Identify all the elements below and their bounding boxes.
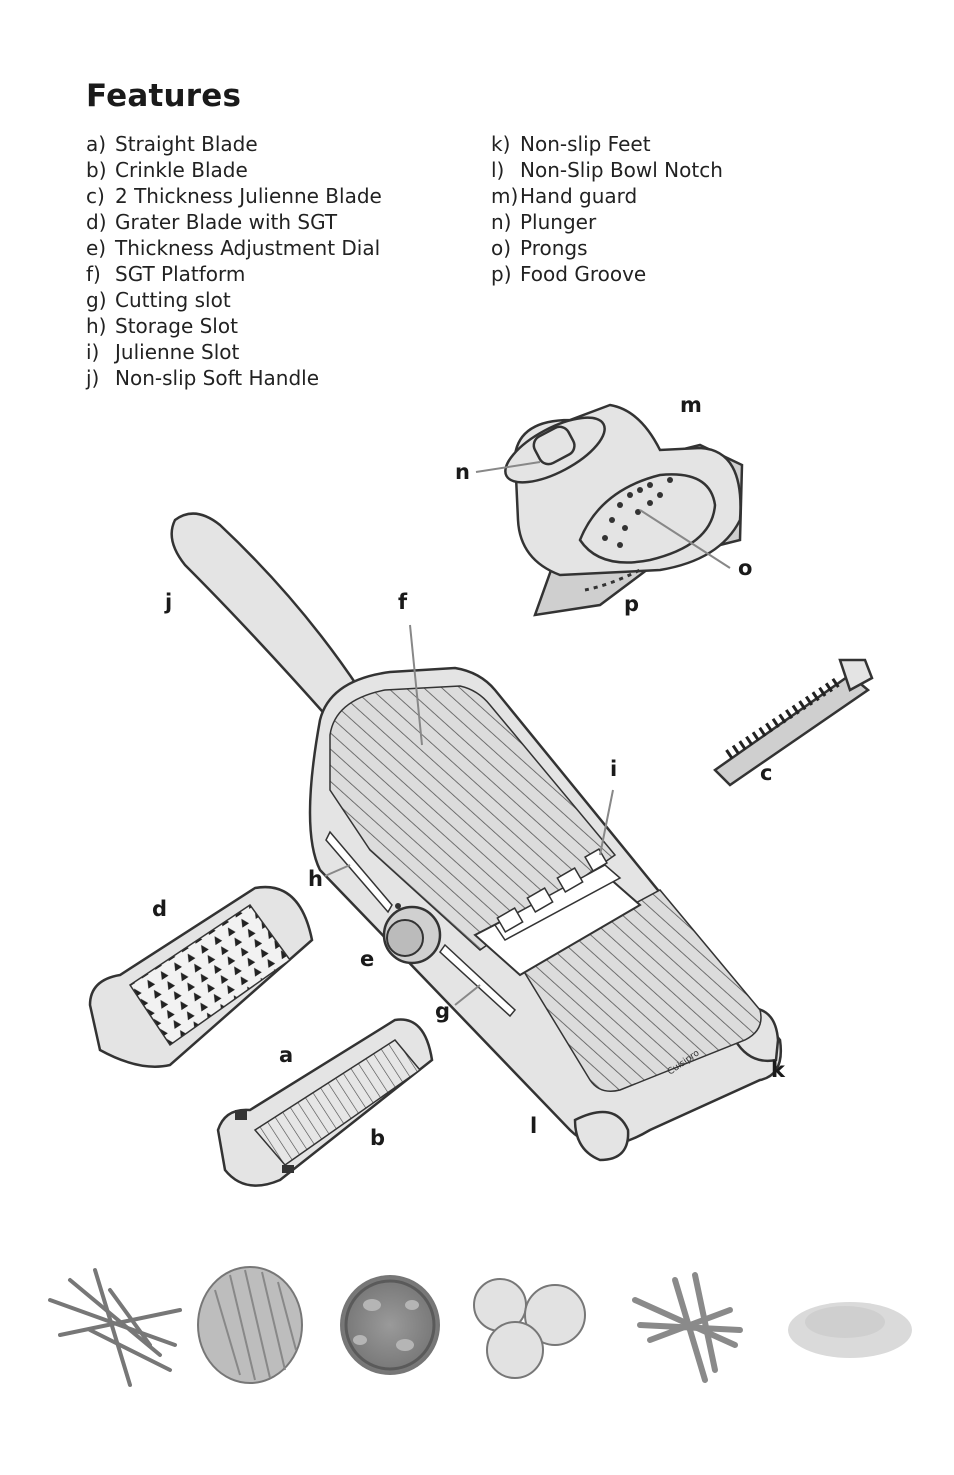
tomato-slice-image <box>340 1275 440 1375</box>
callout-h: h <box>308 867 323 891</box>
sgt-platform <box>329 685 617 951</box>
feature-item-thickness-dial: e)Thickness Adjustment Dial <box>86 236 381 260</box>
waffle-cut-image <box>473 1278 586 1379</box>
feature-item-grater-blade: d)Grater Blade with SGT <box>86 210 338 234</box>
callout-b: b <box>370 1126 385 1150</box>
straight-crinkle-blade <box>216 1018 434 1187</box>
hand-guard <box>504 403 744 617</box>
callout-g: g <box>435 999 450 1023</box>
feature-item-bowl-notch: l)Non-Slip Bowl Notch <box>491 158 723 182</box>
callout-i: i <box>610 757 617 781</box>
feature-list-column-1: a)Straight Blade b)Crinkle Blade c)2 Thi… <box>86 131 382 391</box>
cut-results-strip <box>48 1266 912 1387</box>
callout-n: n <box>455 460 470 484</box>
storage-slot <box>325 830 393 914</box>
callout-m: m <box>680 393 702 417</box>
julienne-blade <box>713 658 874 787</box>
feature-item-cutting-slot: g)Cutting slot <box>86 288 231 312</box>
callout-d: d <box>152 897 167 921</box>
callout-a: a <box>279 1043 293 1067</box>
feature-item-storage-slot: h)Storage Slot <box>86 314 238 338</box>
callout-p: p <box>624 592 639 616</box>
callout-leaders <box>324 461 731 1006</box>
grater-blade <box>88 885 314 1068</box>
feature-item-crinkle-blade: b)Crinkle Blade <box>86 158 248 182</box>
callout-l: l <box>530 1114 537 1138</box>
grated-pile-image <box>788 1302 912 1358</box>
feature-item-food-groove: p)Food Groove <box>491 262 647 286</box>
thick-julienne-image <box>632 1272 743 1383</box>
feature-item-soft-handle: j)Non-slip Soft Handle <box>86 366 320 390</box>
callout-f: f <box>398 590 408 614</box>
crinkle-cut-image <box>197 1266 303 1384</box>
feature-item-straight-blade: a)Straight Blade <box>86 132 258 156</box>
julienne-cut-image <box>48 1268 182 1387</box>
thickness-adjustment-dial[interactable] <box>382 903 442 965</box>
soft-handle <box>170 512 362 722</box>
callout-e: e <box>360 947 374 971</box>
feature-item-prongs: o)Prongs <box>491 236 588 260</box>
callout-c: c <box>760 761 772 785</box>
feature-list-column-2: k)Non-slip Feet l)Non-Slip Bowl Notch m)… <box>491 131 723 287</box>
cutting-slot <box>439 943 517 1018</box>
feature-item-julienne-slot: i)Julienne Slot <box>86 340 240 364</box>
callout-j: j <box>164 590 172 614</box>
feature-item-julienne-blade: c)2 Thickness Julienne Blade <box>86 184 382 208</box>
feature-item-plunger: n)Plunger <box>491 210 597 234</box>
callout-o: o <box>738 556 752 580</box>
prongs <box>602 477 673 548</box>
food-groove <box>584 568 641 592</box>
page-title: Features <box>86 78 242 114</box>
julienne-slot <box>496 848 608 933</box>
feature-item-non-slip-feet: k)Non-slip Feet <box>491 132 651 156</box>
callout-k: k <box>771 1058 786 1082</box>
feature-item-hand-guard: m)Hand guard <box>491 184 638 208</box>
mandoline-body: Cuisipro <box>170 512 783 1162</box>
feature-item-sgt-platform: f)SGT Platform <box>86 262 246 286</box>
